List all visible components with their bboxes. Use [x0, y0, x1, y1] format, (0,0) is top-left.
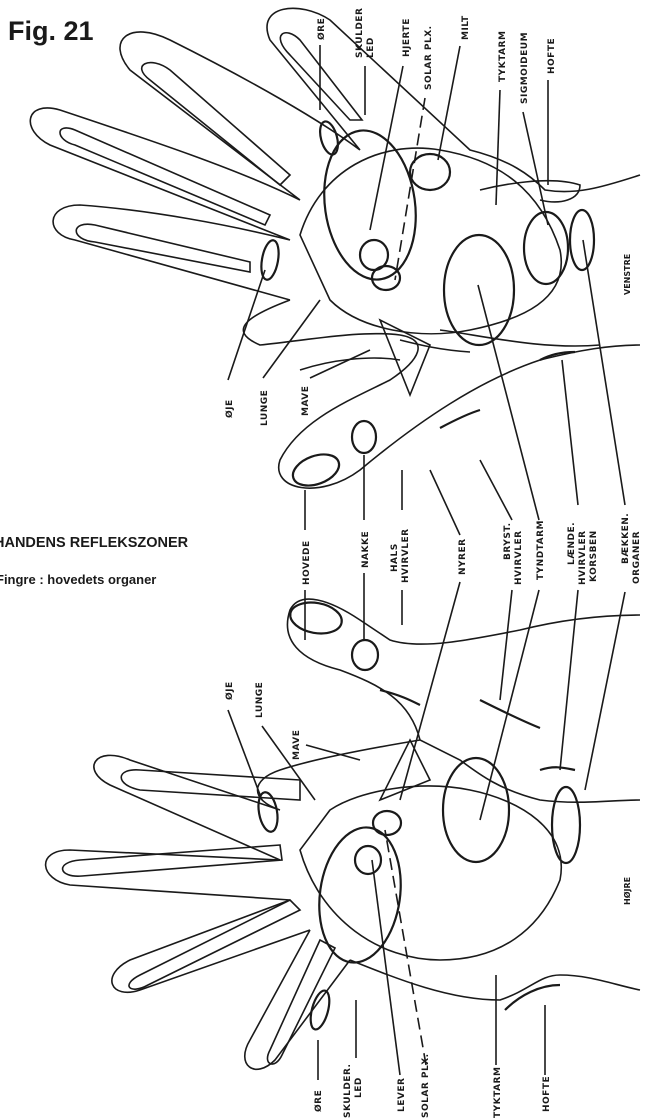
label-hofte-top: HOFTE: [547, 38, 557, 74]
label-lunge-upper: LUNGE: [260, 390, 270, 426]
right-hand-label: HØJRE: [622, 877, 632, 905]
right-hand-drawing: [46, 599, 640, 1070]
label-brysthvirvler: HVIRVLER: [514, 530, 524, 585]
label-nyrer: NYRER: [458, 538, 468, 575]
center-labels: HOVEDE NAKKE HALS HVIRVLER NYRER BRYST. …: [302, 240, 642, 820]
label-hals: HALS: [390, 543, 400, 572]
label-baekkenorganer: ORGANER: [632, 531, 642, 584]
label-skulderled-top: LED: [366, 37, 376, 58]
left-hand-label: VENSTRE: [623, 254, 632, 295]
label-skulder-bottom: SKULDER.: [343, 1064, 353, 1118]
label-mave-upper: MAVE: [301, 386, 311, 416]
figure-number: Fig. 21: [8, 16, 94, 46]
label-skulder-top: SKULDER: [355, 8, 365, 58]
caption-subtitle: Fingre : hovedets organer: [0, 572, 156, 587]
label-tyndtarm: TYNDTARM: [536, 520, 546, 580]
label-nakke: NAKKE: [361, 531, 371, 568]
label-lunge-lower: LUNGE: [255, 682, 265, 718]
label-hofte-bottom: HOFTE: [542, 1076, 552, 1112]
label-tyktarm-top: TYKTARM: [498, 31, 508, 82]
label-hovede: HOVEDE: [302, 540, 312, 585]
label-halshvirvler: HVIRVLER: [401, 528, 411, 583]
label-hjerte: HJERTE: [402, 18, 412, 57]
label-bryst: BRYST.: [503, 523, 513, 561]
label-baekken: BÆKKEN.: [621, 513, 631, 564]
label-ore-top: ØRE: [316, 18, 327, 40]
label-oje-upper: ØJE: [224, 399, 235, 418]
label-mave-lower: MAVE: [292, 730, 302, 760]
caption-title: HANDENS REFLEKSZONER: [0, 535, 189, 551]
label-laende: LÆNDE.: [567, 522, 577, 565]
label-ore-bottom: ØRE: [313, 1090, 324, 1112]
label-laendehvirvler: HVIRVLER: [578, 530, 588, 585]
label-tyktarm-bottom: TYKTARM: [493, 1067, 503, 1118]
label-sigmoideum: SIGMOIDEUM: [520, 32, 530, 104]
label-milt: MILT: [461, 15, 471, 40]
label-oje-lower: ØJE: [224, 681, 235, 700]
label-lever: LEVER: [397, 1078, 407, 1112]
label-korsben: KORSBEN: [589, 530, 599, 582]
upper-labels: ØRE SKULDER LED HJERTE SOLAR PLX. MILT T…: [224, 8, 632, 426]
label-skulderled-bottom: LED: [354, 1077, 364, 1098]
label-solar-top: SOLAR PLX.: [424, 25, 434, 90]
